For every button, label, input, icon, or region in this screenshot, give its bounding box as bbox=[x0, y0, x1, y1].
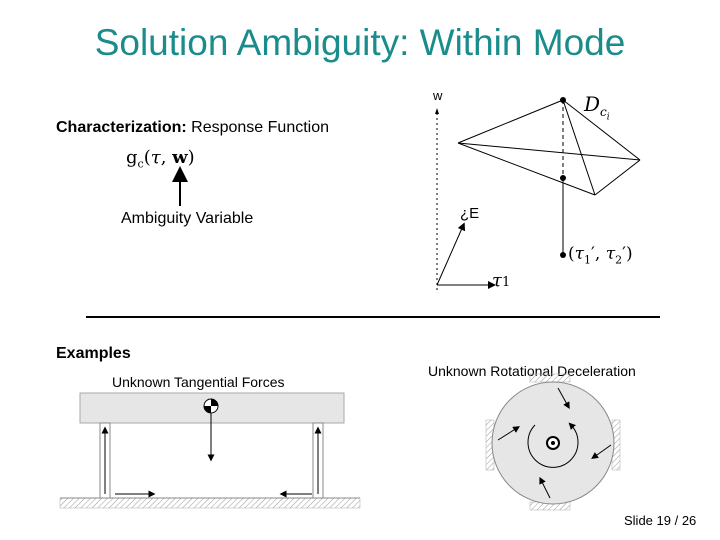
w-axis-label: w bbox=[433, 88, 443, 103]
examples-heading: Examples bbox=[56, 345, 131, 362]
characterization-line: Characterization: Response Function bbox=[56, 119, 329, 137]
example-left-caption: Unknown Tangential Forces bbox=[112, 374, 285, 390]
slide-title: Solution Ambiguity: Within Mode bbox=[94, 22, 626, 63]
center-of-mass-icon bbox=[203, 398, 219, 414]
beam bbox=[79, 392, 345, 424]
example-right-caption: Unknown Rotational Deceleration bbox=[428, 363, 636, 379]
characterization-text: Response Function bbox=[191, 119, 330, 136]
characterization-label: Characterization: bbox=[56, 119, 187, 136]
set-label: Dci bbox=[584, 92, 610, 123]
response-function-formula: gc(τ, w) bbox=[126, 147, 195, 171]
slide-number: Slide 19 / 26 bbox=[624, 513, 697, 528]
ambiguity-variable-label: Ambiguity Variable bbox=[121, 210, 254, 227]
divider bbox=[86, 316, 660, 318]
intersection-point bbox=[560, 175, 566, 181]
projected-point bbox=[560, 252, 566, 258]
point-label: (τ1′, τ2′) bbox=[568, 244, 633, 267]
tau1-label: τ1 bbox=[492, 270, 511, 291]
tau2-label: ¿E bbox=[460, 205, 480, 222]
vertex-point bbox=[560, 97, 566, 103]
